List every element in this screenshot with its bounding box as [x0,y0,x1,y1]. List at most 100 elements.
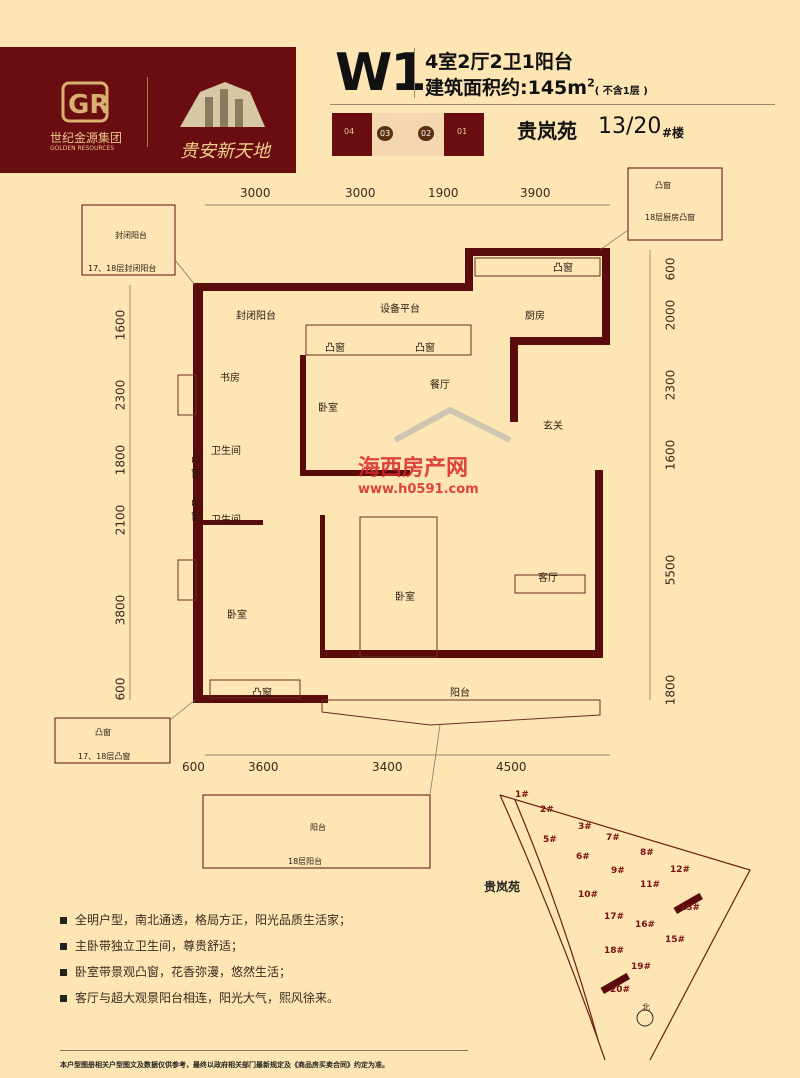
room-bedroom: 卧室 [318,403,338,414]
dim-top: 1900 [428,186,459,200]
decoration [510,337,518,422]
layout-label: 4室2厅2卫1阳台 [425,51,573,73]
dim-left: 1600 [113,309,128,341]
building-key-plan: 04 03 02 01 [332,113,484,156]
decoration [332,113,372,156]
disclaimer: 本户型图册相关户型图文及数据仅供参考，最终以政府相关部门最新规定及《商品房买卖合… [60,1061,389,1069]
decoration [602,248,610,343]
building-label: 6# [576,852,590,862]
project-building-icon [180,82,265,127]
decoration [169,229,629,796]
decoration [474,257,601,277]
key-unit: 02 [418,126,435,141]
room-study: 书房 [220,373,240,384]
decoration: 主卧带独立卫生间，尊贵舒适； [75,939,244,953]
decoration: 卧室带景观凸窗，花香弥漫，悠然生活； [75,965,292,979]
watermark-url: www.h0591.com [358,482,479,497]
decoration: GR [68,90,109,120]
dim-left: 600 [113,677,128,701]
building-label: 15# [665,935,686,945]
room-enclosed-balcony: 封闭阳台 [236,311,276,322]
inset-room: 凸窗 [655,181,671,190]
decoration [193,283,203,703]
area-note: ( 不含1层 ) [594,86,648,97]
feature-item: 主卧带独立卫生间，尊贵舒适； [60,937,351,954]
building-label: 17# [604,912,625,922]
decoration [499,794,606,1061]
feature-item: 全明户型，南北通透，格局方正，阳光品质生活家； [60,911,351,928]
room-bay-window: 凸窗 [191,497,201,523]
decoration [599,229,629,251]
decoration [300,470,410,476]
building-label: 5# [543,835,557,845]
decoration [54,167,723,869]
building-suffix: #楼 [662,126,685,140]
room-dining: 餐厅 [430,380,450,391]
feature-item: 客厅与超大观景阳台相连，阳光大气，熙风徐来。 [60,989,351,1006]
decoration [514,799,599,1041]
room-bathroom: 卫生间 [211,446,241,457]
area-label: 建筑面积约:145m2( 不含1层 ) [425,73,648,100]
decoration [177,374,197,416]
decoration [465,248,610,256]
decoration [60,943,67,950]
divider [414,48,415,98]
inset-caption: 17、18层凸窗 [78,752,131,761]
company-name-en: GOLDEN RESOURCES [50,145,115,152]
decoration [514,574,586,594]
decoration [393,406,512,443]
decoration [60,917,67,924]
decoration [600,892,703,994]
decoration [60,995,67,1002]
decoration [169,699,196,721]
dim-top: 3000 [345,186,376,200]
divider [60,1050,468,1051]
key-unit: 04 [344,127,355,136]
dim-top: 3000 [240,186,271,200]
dim-bottom: 3400 [372,760,403,774]
dim-right: 1600 [663,439,678,471]
room-kitchen-bay-window: 凸窗 [553,263,573,274]
building-label: 12# [670,865,691,875]
inset-caption: 17、18层封闭阳台 [88,264,157,273]
decoration [193,248,610,703]
inset-room: 凸窗 [95,728,111,737]
building-label: 18# [604,946,625,956]
dim-right: 2300 [663,369,678,401]
decoration [429,724,441,796]
decoration [203,520,263,525]
building-label: 11# [640,880,661,890]
building-label: 20# [610,985,631,995]
room-bay-window: 凸窗 [191,454,201,480]
project-name: 贵安新天地 [180,141,270,162]
north-arrow-icon [636,1009,654,1027]
decoration [61,81,109,123]
dim-left: 2100 [113,504,128,536]
dim-right: 600 [663,257,678,281]
building-label: 1# [515,790,529,800]
key-unit: 01 [457,127,468,136]
decoration [193,283,473,291]
room-bay-window: 凸窗 [325,343,345,354]
decoration [465,248,473,291]
decoration [600,972,630,994]
decoration [129,204,651,756]
north-label: 北 [642,1003,650,1012]
key-unit: 03 [377,126,394,141]
decoration [627,167,723,241]
watermark-name: 海西房产网 [358,456,469,481]
building-label: 3# [578,822,592,832]
dim-bottom: 600 [182,760,205,774]
brand-panel: GR 世纪金源集团 GOLDEN RESOURCES 贵安新天地 [0,47,296,173]
building-label: 9# [611,866,625,876]
inset-room: 阳台 [310,823,326,832]
golden-resources-logo-icon: GR [61,81,109,123]
decoration [595,470,603,655]
decoration [235,99,243,127]
room-bay-window: 凸窗 [252,688,272,699]
inset-caption: 18层阳台 [288,857,323,866]
room-equipment-platform: 设备平台 [380,304,420,315]
decoration [359,516,438,658]
decoration [321,699,601,726]
